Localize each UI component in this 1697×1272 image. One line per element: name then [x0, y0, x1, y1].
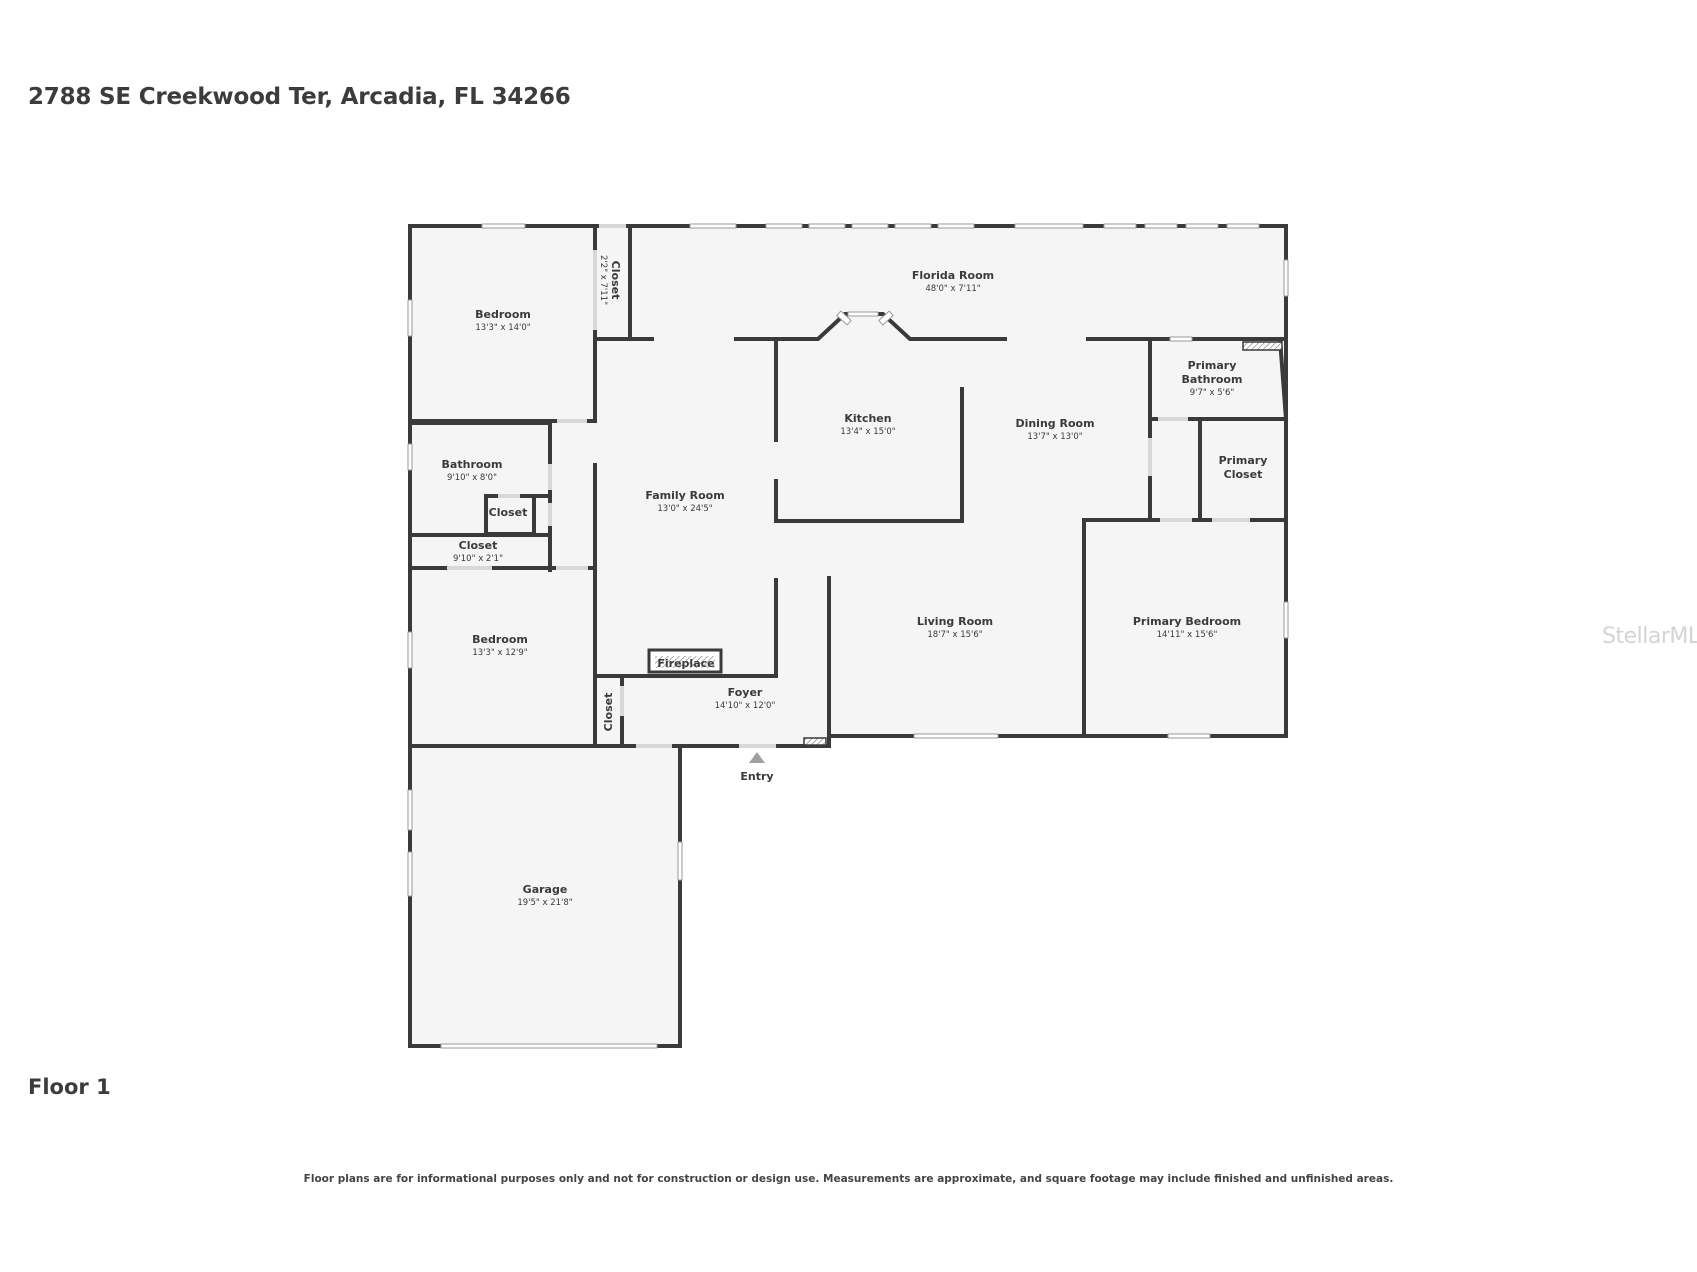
entry-label: Entry: [740, 770, 773, 783]
room-name: Closet: [602, 693, 615, 732]
room-labels: Bedroom 13'3" x 14'0" Closet 2'2" x 7'11…: [442, 255, 1268, 908]
room-name: Garage: [523, 883, 568, 896]
room-dims: 9'10" x 8'0": [447, 473, 497, 483]
floor-label: Floor 1: [28, 1075, 111, 1099]
room-name: Fireplace: [657, 657, 714, 670]
room-name: Closet: [459, 539, 498, 552]
room-name: Foyer: [728, 686, 763, 699]
room-name: Dining Room: [1015, 417, 1094, 430]
room-dims: 13'7" x 13'0": [1027, 432, 1082, 442]
room-dims: 19'5" x 21'8": [517, 898, 572, 908]
room-dims: 14'10" x 12'0": [715, 701, 776, 711]
room-name: Florida Room: [912, 269, 994, 282]
room-name: Bathroom: [442, 458, 503, 471]
room-name: Closet: [609, 261, 622, 300]
room-name: Bedroom: [472, 633, 528, 646]
room-dims: 13'4" x 15'0": [840, 427, 895, 437]
room-name: Family Room: [645, 489, 724, 502]
room-name: Bathroom: [1182, 373, 1243, 386]
windows: [407, 223, 1289, 1049]
room-dims: 2'2" x 7'11": [598, 255, 608, 305]
room-name: Living Room: [917, 615, 993, 628]
room-name: Bedroom: [475, 308, 531, 321]
floor-fill: [410, 226, 1286, 1046]
room-name: Primary Bedroom: [1133, 615, 1241, 628]
room-dims: 14'11" x 15'6": [1157, 630, 1218, 640]
room-name: Primary: [1219, 454, 1268, 467]
hatched-elements: [647, 341, 1283, 746]
watermark-logo: StellarMLS: [1602, 624, 1697, 649]
room-name: Primary: [1188, 359, 1237, 372]
room-dims: 13'3" x 14'0": [475, 323, 530, 333]
room-dims: 13'0" x 24'5": [657, 504, 712, 514]
room-dims: 9'10" x 2'1": [453, 554, 503, 564]
room-dims: 48'0" x 7'11": [925, 284, 980, 294]
room-name: Kitchen: [844, 412, 891, 425]
room-dims: 13'3" x 12'9": [472, 648, 527, 658]
room-name: Closet: [1224, 468, 1263, 481]
entry-arrow-icon: [749, 752, 765, 763]
door-openings: [447, 224, 1250, 748]
room-name: Closet: [489, 506, 528, 519]
room-dims: 9'7" x 5'6": [1190, 388, 1235, 398]
property-address: 2788 SE Creekwood Ter, Arcadia, FL 34266: [28, 84, 571, 110]
room-dims: 18'7" x 15'6": [927, 630, 982, 640]
disclaimer-text: Floor plans are for informational purpos…: [303, 1173, 1394, 1185]
